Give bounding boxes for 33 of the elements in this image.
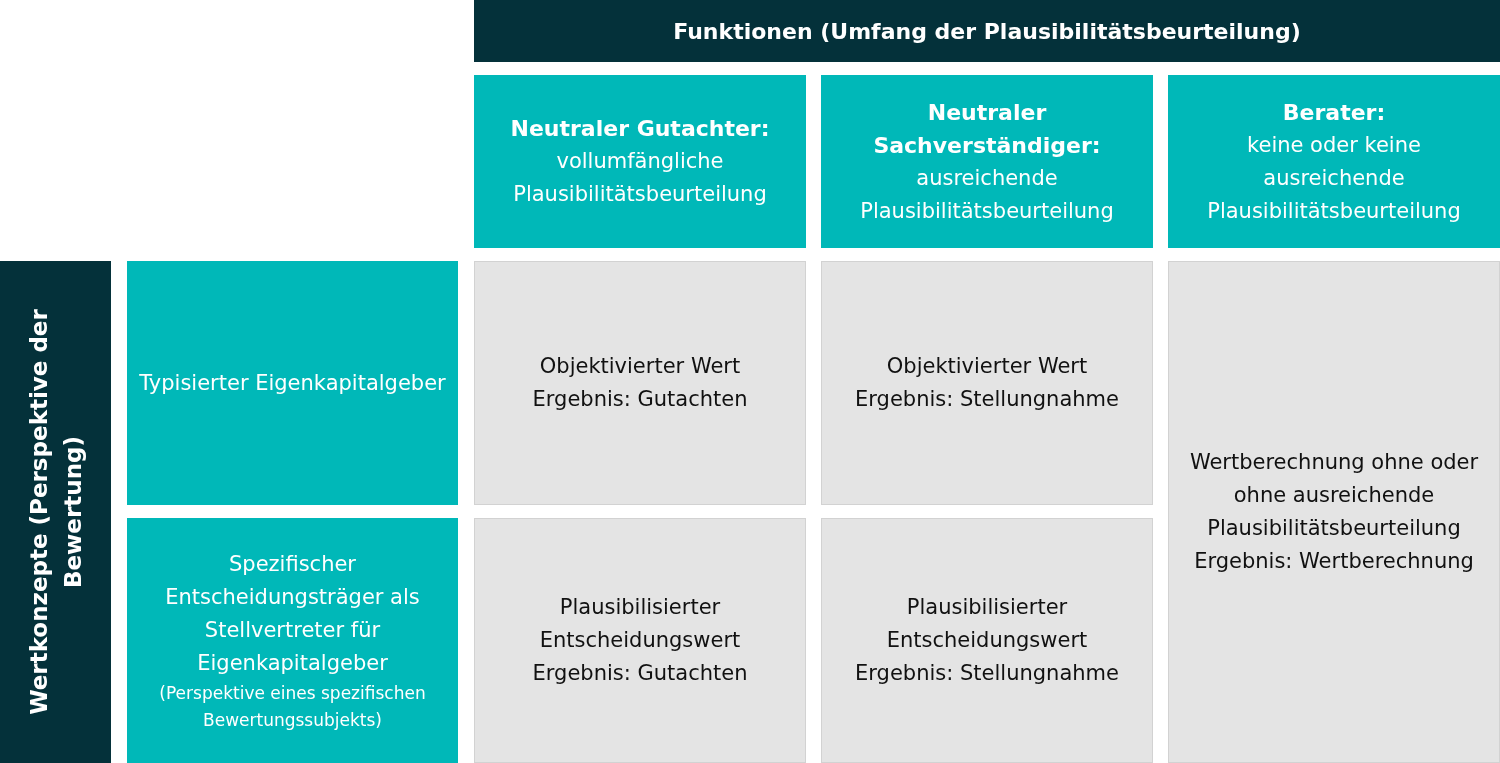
result-text: Ergebnis: Gutachten <box>531 386 749 413</box>
row-note: (Perspektive eines spezifischen Bewertungssubjekts) <box>158 681 427 732</box>
row-header <box>127 518 458 763</box>
column-header <box>474 75 806 248</box>
row-group-band <box>0 261 111 763</box>
row-header <box>127 261 458 505</box>
value-text: Wertberechnung ohne oder ohne ausreichende Plausibilitätsbeurteilung <box>1188 449 1480 542</box>
column-header <box>1168 75 1500 248</box>
header-band <box>474 0 1500 62</box>
value-text: Objektivierter Wert <box>538 353 742 380</box>
column-title: Neutraler Gutachter: <box>509 115 771 143</box>
matrix-cell <box>1168 261 1500 763</box>
row-title: Spezifischer Entscheidungsträger als Stellvertreter für Eigenkapitalgeber <box>164 550 421 677</box>
column-description: keine oder keine ausreichende Plausibilitätsbeurteilung <box>1206 131 1462 225</box>
value-text: Plausibilisierter Entscheidungswert <box>885 594 1089 654</box>
value-text: Plausibilisierter Entscheidungswert <box>538 594 742 654</box>
column-header <box>821 75 1153 248</box>
vertical-heading: Wertkonzepte (Perspektive der Bewertung) <box>24 308 87 717</box>
column-description: vollumfängliche Plausibilitätsbeurteilung <box>512 148 768 208</box>
row-title: Typisierter Eigenkapitalgeber <box>138 369 447 397</box>
column-title: Berater: <box>1281 98 1387 127</box>
matrix-cell <box>474 261 806 505</box>
heading: Funktionen (Umfang der Plausibilitätsbeurteilung) <box>672 17 1302 46</box>
value-text: Objektivierter Wert <box>885 353 1089 380</box>
column-description: ausreichende Plausibilitätsbeurteilung <box>859 164 1115 225</box>
result-text: Ergebnis: Gutachten <box>531 660 749 687</box>
matrix-cell <box>821 518 1153 763</box>
matrix-cell <box>821 261 1153 505</box>
result-text: Ergebnis: Stellungnahme <box>854 386 1120 413</box>
column-title: Neutraler Sachverständiger: <box>872 98 1102 160</box>
result-text: Ergebnis: Stellungnahme <box>854 660 1120 687</box>
matrix-cell <box>474 518 806 763</box>
result-text: Ergebnis: Wertberechnung <box>1193 548 1475 575</box>
